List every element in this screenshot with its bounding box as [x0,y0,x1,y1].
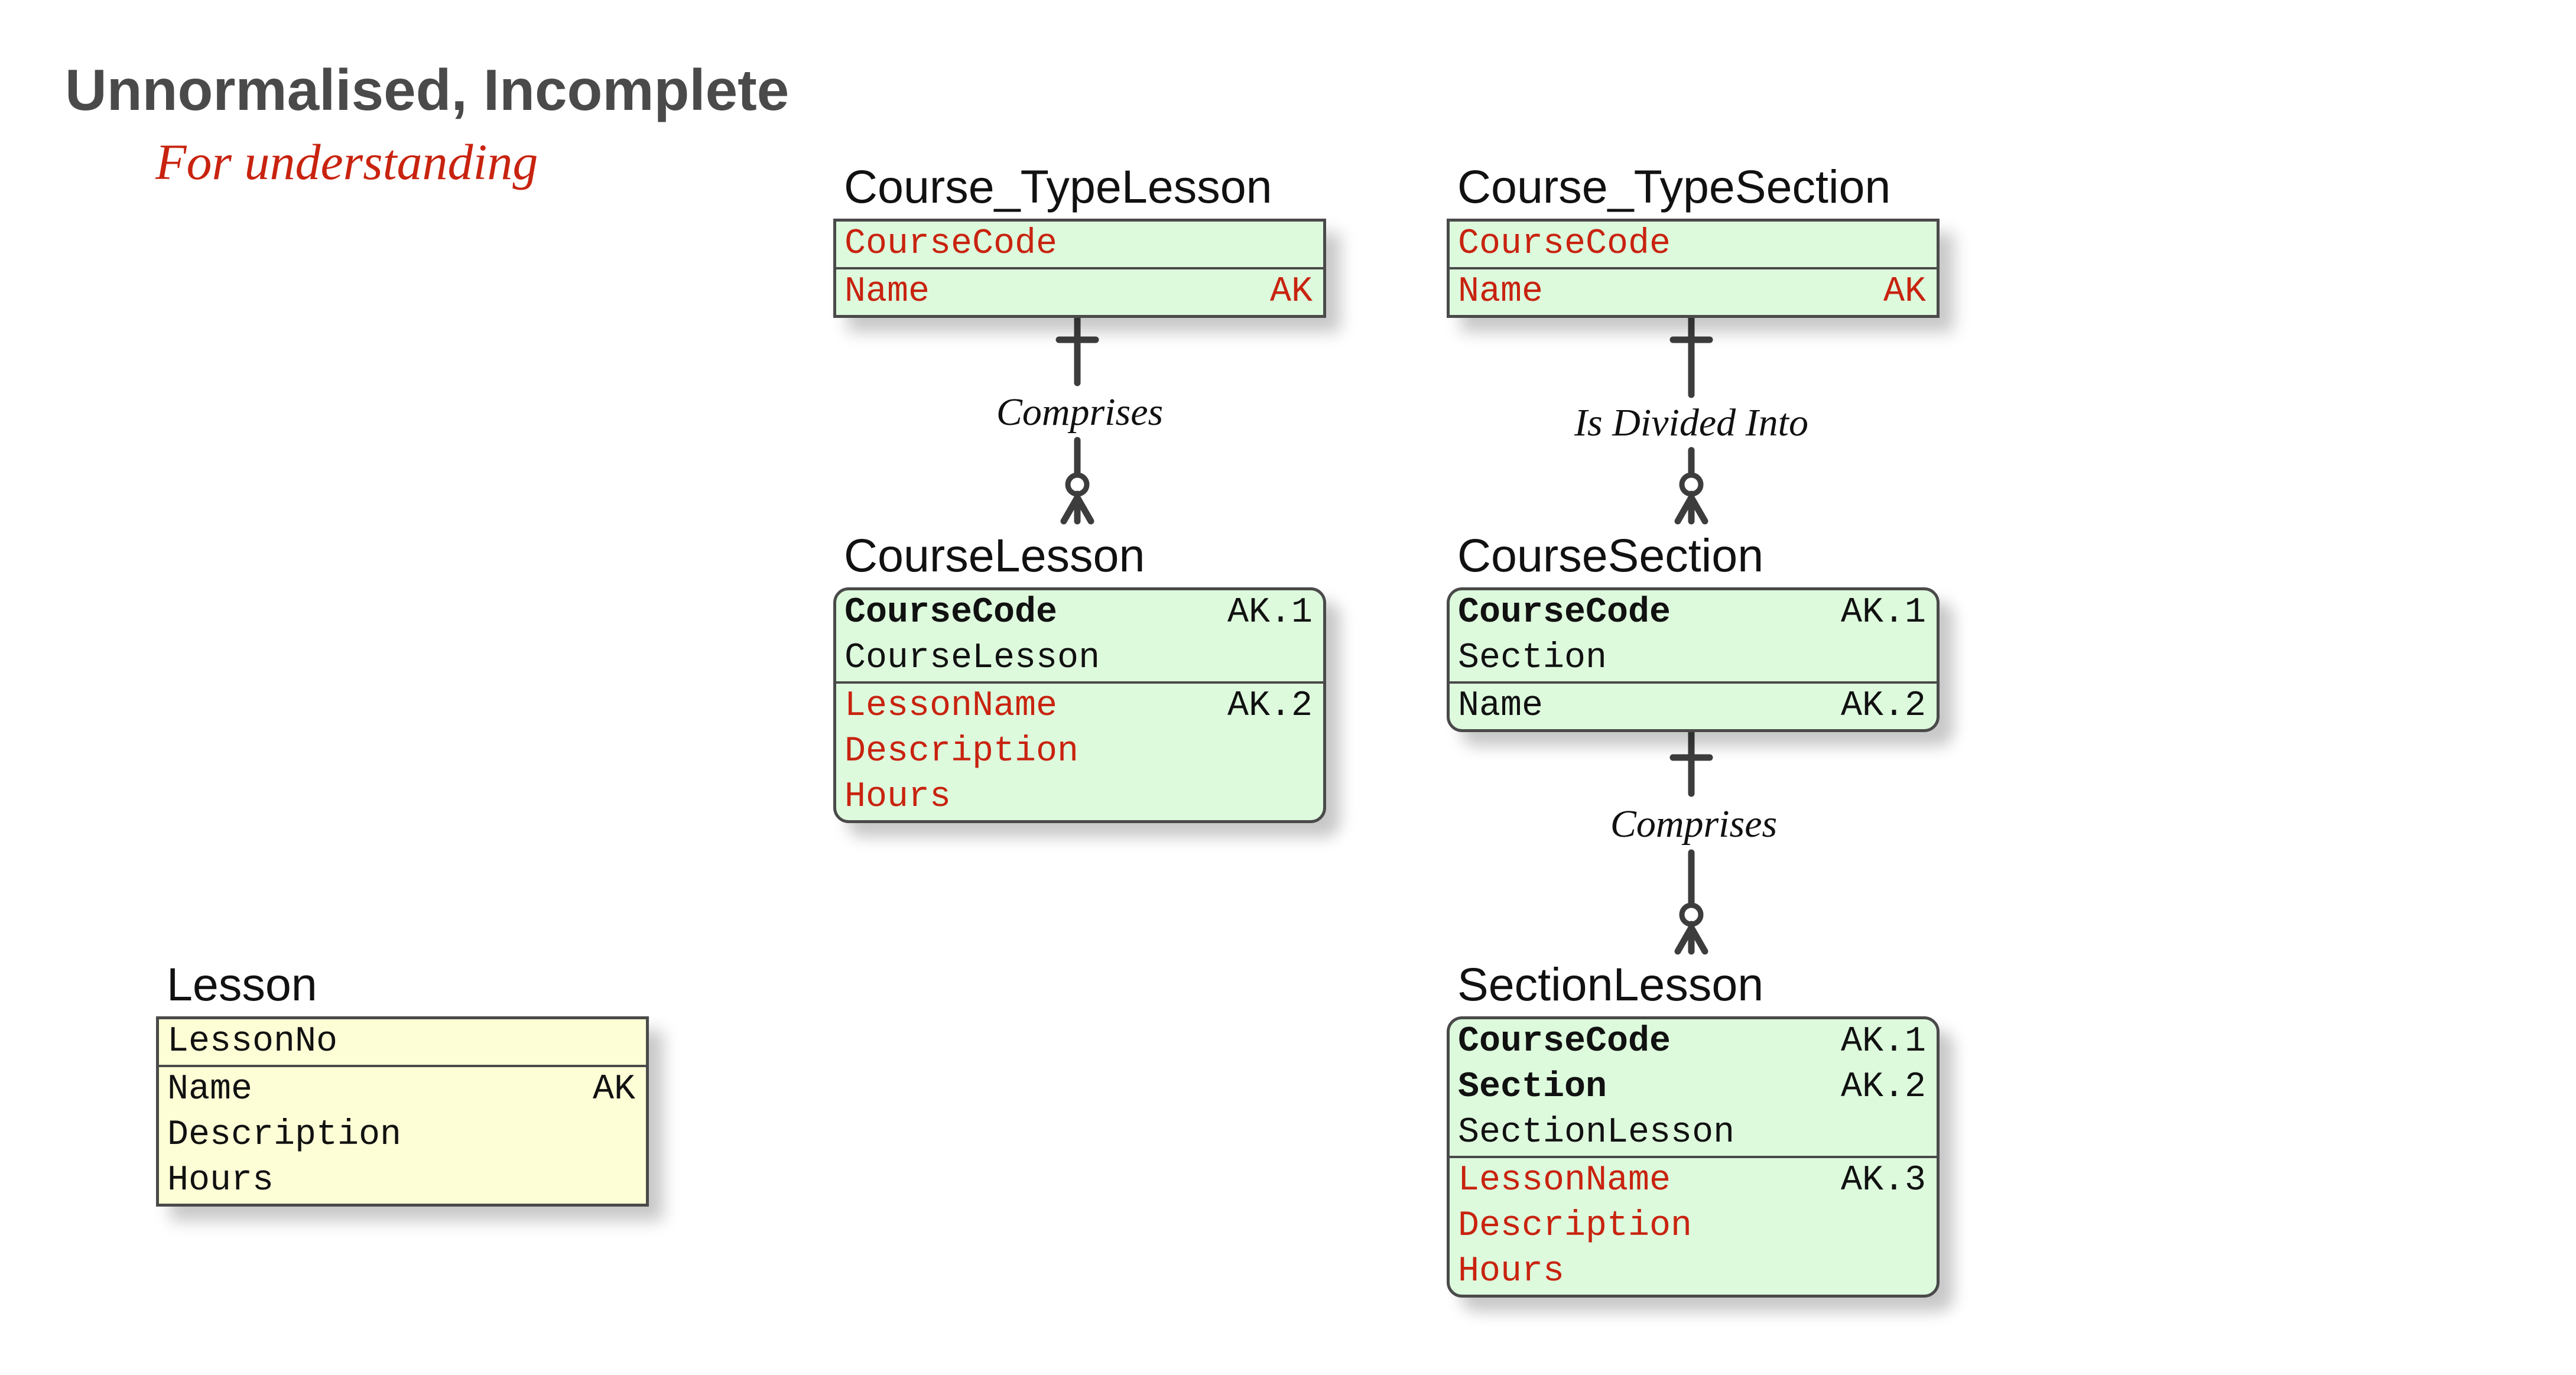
entity-attribute: LessonNo [167,1022,338,1062]
entity-attribute: Description [167,1115,402,1155]
entity-key-section: CourseCode [836,222,1323,267]
entity-attribute: Hours [167,1161,274,1201]
diagram-subtitle: For understanding [155,134,538,190]
entity-title-course-typelesson: Course_TypeLesson [844,160,1272,213]
entity-key-section: CourseCode [1450,222,1937,267]
entity-attribute: Hours [844,777,951,817]
entity-title-coursesection: CourseSection [1457,529,1764,581]
entity-attribute: CourseLesson [844,638,1100,678]
entity-attribute: CourseCode [1458,224,1671,264]
entity-title-lesson: Lesson [167,958,317,1010]
entity-attribute: SectionLesson [1458,1113,1735,1153]
entity-attribute: Hours [1458,1252,1565,1292]
relationship-is-divided-into [1669,310,1713,525]
entity-attribute: Section [1458,638,1607,678]
entity-attribute: Description [1458,1206,1693,1246]
entity-attribute: CourseCode [844,224,1058,264]
entity-attribute: Description [844,732,1079,772]
relationship-comprises-1 [1055,310,1099,525]
diagram-title: Unnormalised, Incomplete [65,57,790,122]
relationship-label-comprises-1: Comprises [996,391,1164,434]
entity-title-courselesson: CourseLesson [844,529,1145,581]
relationship-label-comprises-2: Comprises [1610,802,1778,846]
relationship-label-is-divided-into: Is Divided Into [1574,401,1808,444]
relationship-comprises-2 [1669,727,1713,955]
entity-title-course-typesection: Course_TypeSection [1457,160,1891,213]
entity-key-section: LessonNo [159,1019,646,1065]
entity-title-sectionlesson: SectionLesson [1457,958,1764,1010]
